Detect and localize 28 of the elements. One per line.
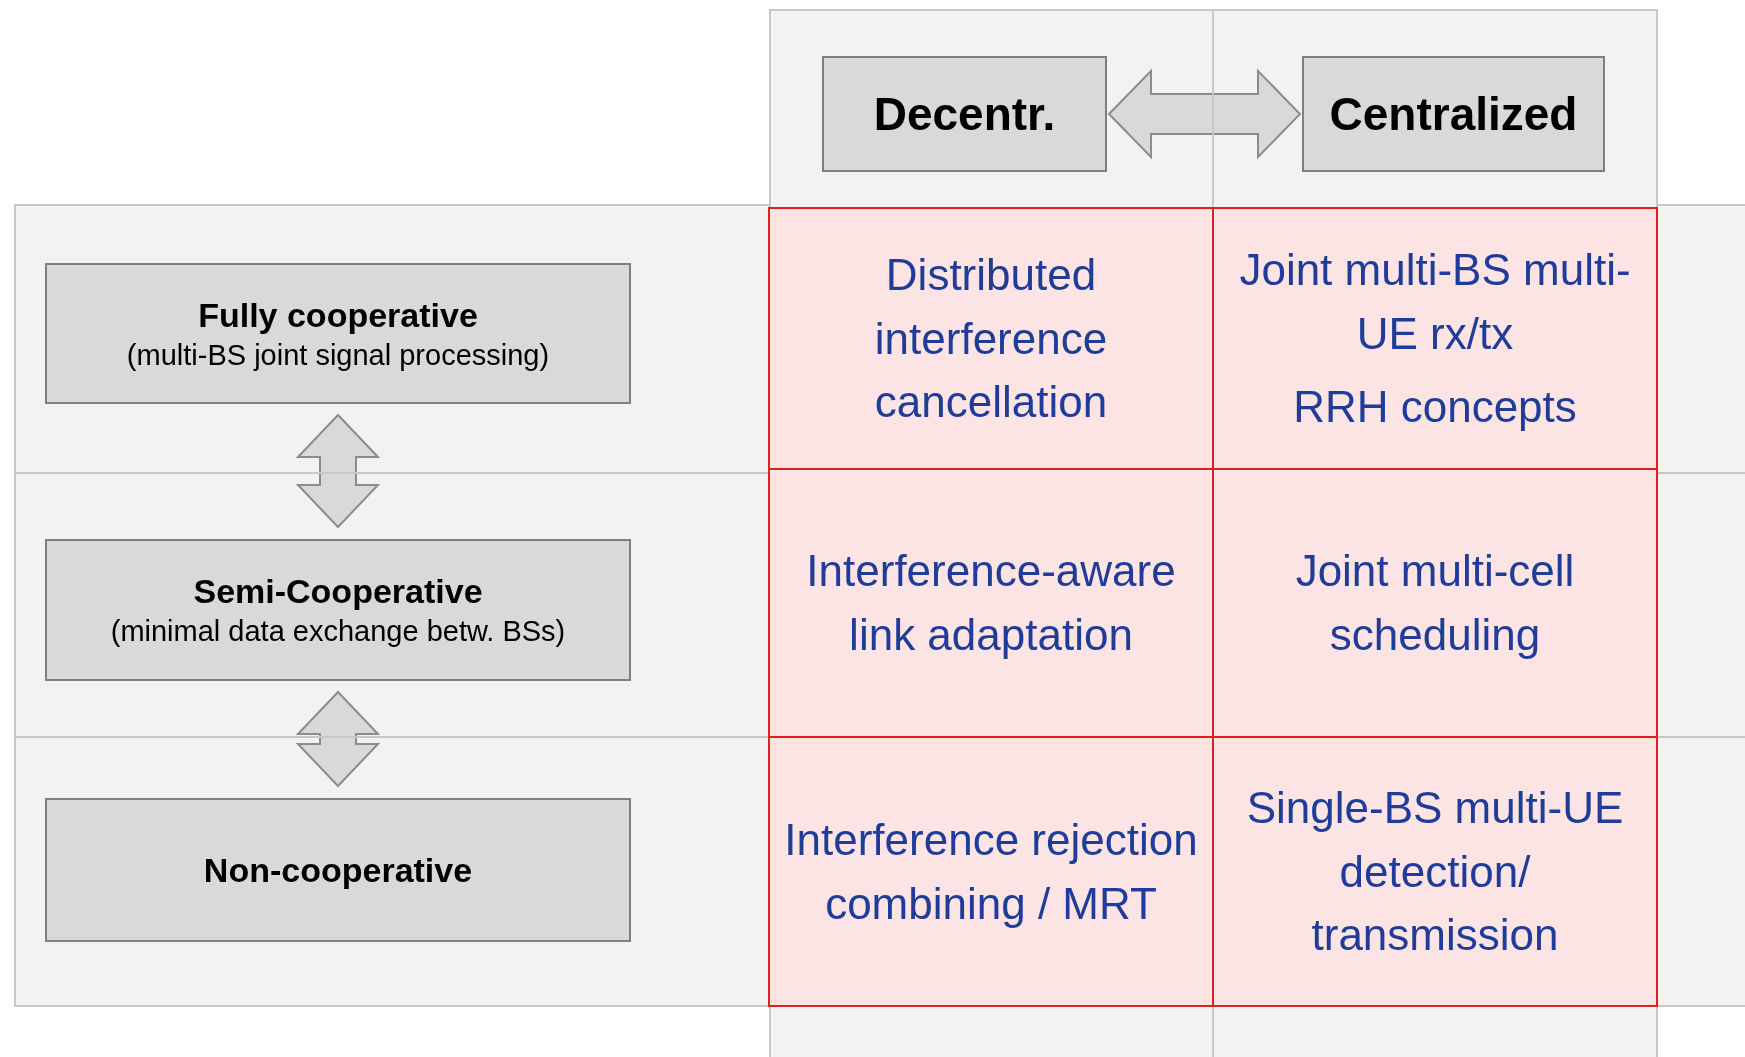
header-box (1302, 56, 1605, 172)
table-cell (1212, 736, 1658, 1007)
header-label: Centralized (1329, 87, 1578, 141)
cell-text: RRH concepts (1293, 381, 1577, 434)
double-arrow (295, 413, 381, 529)
category-title: Semi-Cooperative (193, 572, 483, 611)
cell-text: Interference-aware link adaptation (805, 545, 1177, 661)
double-arrow (1107, 68, 1302, 160)
category-description: (minimal data exchange betw. BSs) (110, 615, 566, 648)
cell-text: Joint multi-cell scheduling (1294, 545, 1576, 661)
category-box (45, 539, 631, 681)
cell-text: Joint multi-BS multi-UE rx/tx (1238, 243, 1632, 360)
cell-text: Single-BS multi-UE detection/ transmission (1245, 781, 1625, 962)
table-cell (768, 207, 1214, 470)
table-cell (1212, 207, 1658, 470)
double-arrow (295, 690, 381, 788)
table-cell (768, 468, 1214, 738)
table-cell (768, 736, 1214, 1007)
table-cell (1212, 468, 1658, 738)
header-box (822, 56, 1107, 172)
category-box (45, 263, 631, 404)
cell-text: Interference rejection combining / MRT (783, 813, 1199, 930)
category-box (45, 798, 631, 942)
category-title: Fully cooperative (198, 295, 478, 335)
cell-text: Distributed interference cancellation (873, 248, 1109, 429)
category-description: (multi-BS joint signal processing) (126, 338, 550, 372)
header-label: Decentr. (873, 87, 1056, 141)
category-title: Non-cooperative (203, 850, 473, 890)
